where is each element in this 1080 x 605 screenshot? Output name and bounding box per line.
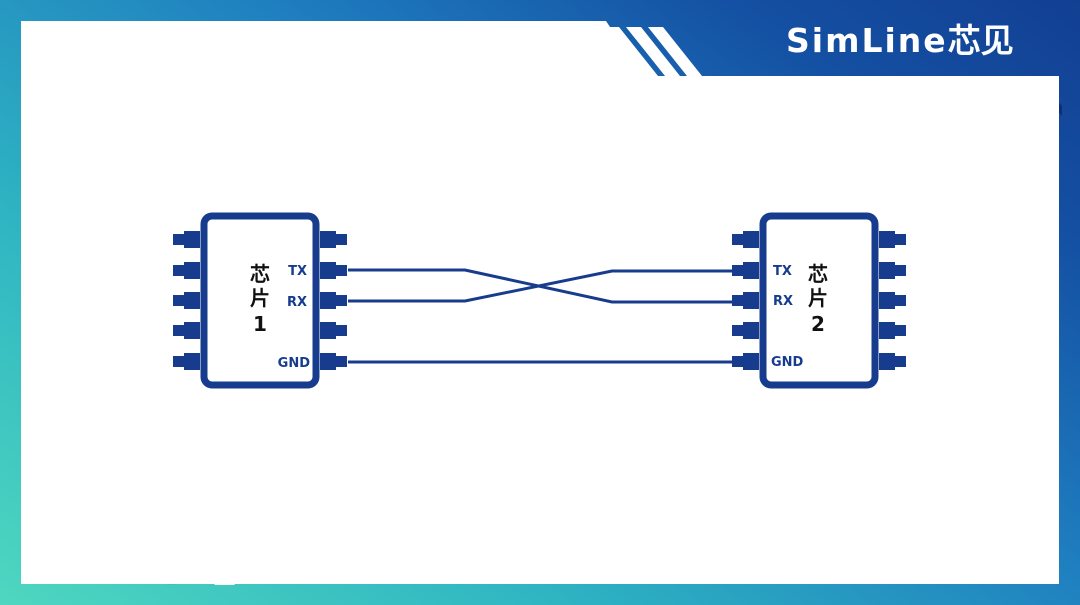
chip-2-name-line1: 芯: [808, 262, 828, 286]
chip-1-right-pins: [320, 231, 347, 370]
brand-chinese: 芯见: [947, 21, 1014, 60]
chip-1-name-line2: 片: [250, 286, 270, 310]
brand-logo: SimLine芯见: [786, 18, 1014, 64]
chip-1-gnd-label: GND: [278, 356, 311, 371]
chip-1-rx-label: RX: [287, 295, 307, 310]
chip-2-right-pins: [879, 231, 906, 370]
chip-1-body: [200, 212, 320, 389]
chip-1-name-line3: 1: [253, 312, 267, 336]
chip-1-name-line1: 芯: [250, 262, 270, 286]
chip-2-name-line3: 2: [811, 312, 825, 336]
top-stripe-2: [626, 27, 680, 76]
chip-1: 芯 片 1 TX RX GND: [173, 212, 347, 389]
chip-2-left-pins: [732, 231, 759, 370]
top-stripe-3: [648, 27, 702, 76]
chip-1-left-pins: [173, 231, 200, 370]
chip-2-body: [759, 212, 879, 389]
chip-2-gnd-label: GND: [771, 355, 804, 370]
wire-rx1-to-tx2: [348, 269, 733, 303]
chip-2-tx-label: TX: [773, 264, 792, 279]
brand-latin: SimLine: [786, 21, 948, 60]
chip-2-name-line2: 片: [808, 286, 828, 310]
chip-1-tx-label: TX: [288, 264, 307, 279]
chip-2-rx-label: RX: [773, 294, 793, 309]
chip-2: 芯 片 2 TX RX GND: [732, 212, 906, 389]
